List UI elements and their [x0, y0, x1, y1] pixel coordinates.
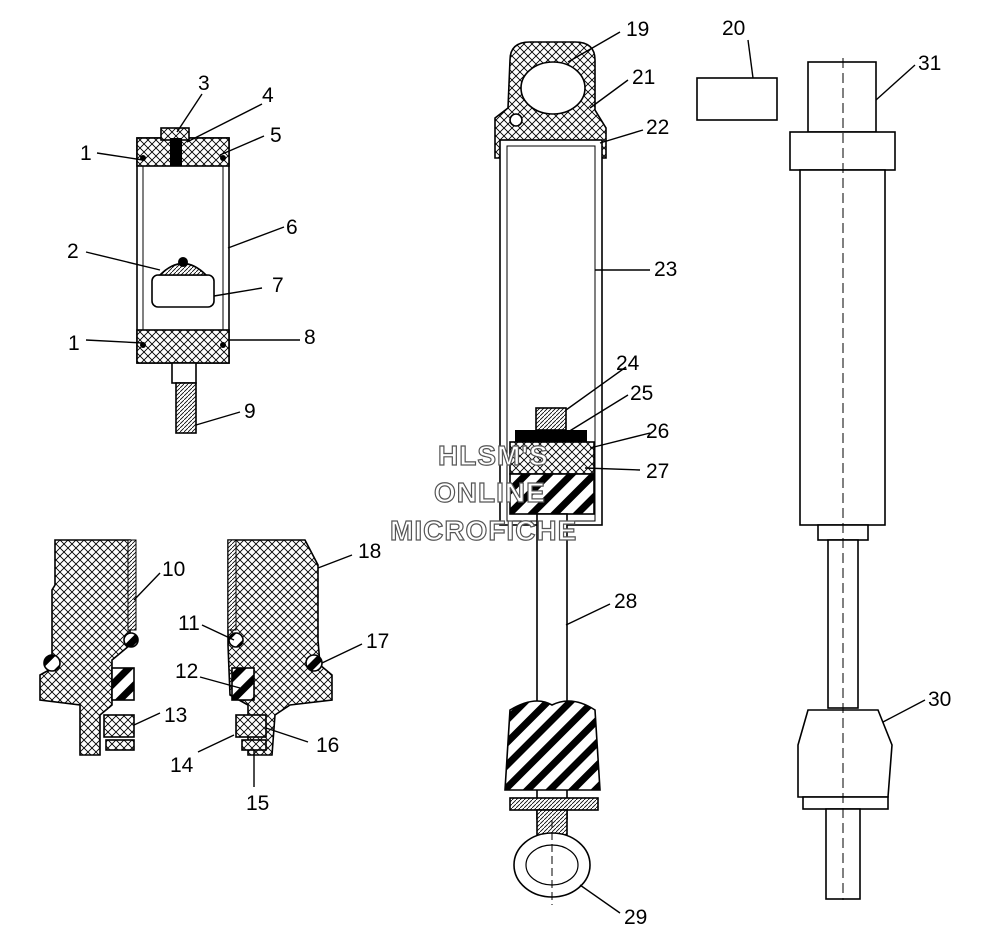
- callout-28: 28: [614, 590, 637, 613]
- callout-4: 4: [262, 84, 274, 107]
- reservoir-end-cap: [136, 329, 230, 364]
- callout-6: 6: [286, 216, 298, 239]
- callout-19: 19: [626, 18, 649, 41]
- callout-27: 27: [646, 460, 669, 483]
- wiper-left: [105, 739, 135, 751]
- seal-head-cross-section: [39, 539, 333, 756]
- callout-17: 17: [366, 630, 389, 653]
- seal-head-left: [39, 539, 131, 756]
- callout-1a: 1: [80, 142, 92, 165]
- callout-14: 14: [170, 754, 194, 777]
- piston-band: [509, 473, 595, 515]
- callout-25: 25: [630, 382, 653, 405]
- bushing-left: [103, 714, 135, 738]
- bleed-screw: [509, 113, 523, 127]
- assembled-bumper: [797, 709, 893, 798]
- piston: [509, 441, 595, 475]
- callout-23: 23: [654, 258, 677, 281]
- callout-20: 20: [722, 17, 745, 40]
- shaft-bore-left: [127, 539, 137, 631]
- callout-29: 29: [624, 906, 647, 929]
- watermark-line-2: ONLINE: [434, 477, 546, 508]
- callout-7: 7: [272, 274, 284, 297]
- floating-piston: [151, 274, 215, 308]
- bumper: [504, 700, 601, 791]
- o-ring-right: [228, 632, 244, 648]
- callout-21: 21: [632, 66, 655, 89]
- callout-13: 13: [164, 704, 187, 727]
- callout-2: 2: [67, 240, 79, 263]
- callout-1b: 1: [68, 332, 80, 355]
- o-ring-left: [123, 632, 139, 648]
- watermark-line-1: HLSM'S: [438, 440, 549, 471]
- bushing-right: [235, 714, 267, 738]
- mount-eye-bore: [520, 61, 586, 115]
- wiper-right: [241, 739, 267, 751]
- callout-15: 15: [246, 792, 269, 815]
- reservoir-assembly: [136, 127, 230, 434]
- outer-o-ring: [305, 654, 323, 672]
- watermark: HLSM'S ONLINE MICROFICHE: [389, 439, 577, 546]
- watermark-line-3: MICROFICHE: [390, 515, 577, 546]
- callout-10: 10: [162, 558, 185, 581]
- callout-3: 3: [198, 72, 210, 95]
- callout-31: 31: [918, 52, 941, 75]
- callout-24: 24: [616, 352, 640, 375]
- bumper-washer: [509, 797, 599, 811]
- callout-18: 18: [358, 540, 381, 563]
- leader-lines: [85, 31, 926, 914]
- callout-labels: 1 2 3 4 5 6 7 1 8 9 10 18 11 17 12 13 14…: [67, 17, 951, 929]
- callout-12: 12: [175, 660, 198, 683]
- spacer: [696, 77, 778, 121]
- reservoir-top-cap: [136, 137, 230, 167]
- seal-right: [231, 667, 255, 701]
- reservoir-hose: [175, 382, 197, 434]
- callout-11: 11: [178, 612, 200, 635]
- piston-nut: [535, 407, 567, 431]
- callout-30: 30: [928, 688, 951, 711]
- callout-5: 5: [270, 124, 282, 147]
- callout-22: 22: [646, 116, 669, 139]
- callout-9: 9: [244, 400, 256, 423]
- shock-body-assembly: [494, 41, 607, 905]
- hose-fitting: [171, 362, 197, 384]
- callout-16: 16: [316, 734, 339, 757]
- shaft-bore-right: [227, 539, 237, 631]
- top-stud: [807, 61, 877, 133]
- callout-26: 26: [646, 420, 669, 443]
- valve-shims: [515, 430, 587, 442]
- callout-8: 8: [304, 326, 316, 349]
- seal-left: [111, 667, 135, 701]
- assembled-shock: [696, 58, 896, 900]
